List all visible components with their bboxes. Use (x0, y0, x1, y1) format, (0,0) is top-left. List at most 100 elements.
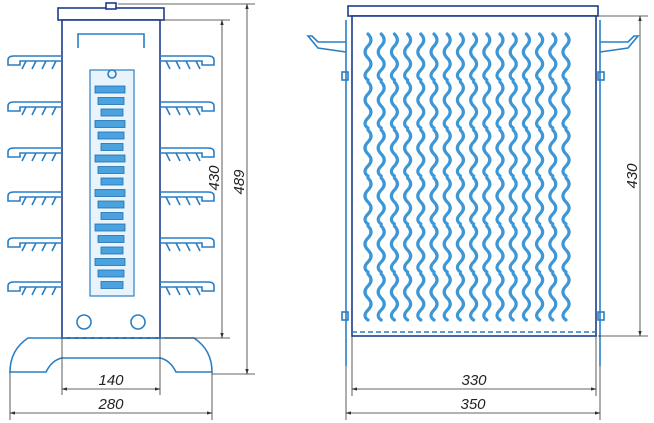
wave-slot (363, 128, 373, 178)
wave-slot (561, 224, 571, 274)
wave-slot (535, 224, 545, 274)
wave-slot (455, 32, 465, 82)
wave-slot (548, 128, 558, 178)
wave-slot (429, 272, 439, 322)
wave-slot (469, 224, 479, 274)
fin-tooth (165, 106, 171, 116)
left-base (9, 337, 213, 373)
wave-slot (482, 224, 492, 274)
fin-tooth (195, 196, 201, 206)
right-clip (597, 311, 605, 321)
wave-slot (363, 176, 373, 226)
wave-slot (482, 32, 492, 82)
fin-tooth (165, 286, 171, 296)
right-height-label: 430 (624, 163, 641, 189)
wave-slot (403, 32, 413, 82)
right-width-outer-label: 350 (460, 396, 486, 413)
fin-tooth (185, 242, 191, 252)
fin-tooth (195, 152, 201, 162)
wave-slot (376, 32, 386, 82)
fin-left (7, 101, 62, 112)
wave-slot (442, 224, 452, 274)
wave-slot (416, 224, 426, 274)
fin-left (7, 281, 62, 292)
wave-slot (561, 272, 571, 322)
decor-block (94, 223, 126, 232)
fin-tooth (195, 242, 201, 252)
wave-slot (521, 176, 531, 226)
wave-slot (429, 32, 439, 82)
wave-slot (363, 80, 373, 130)
fin-tooth (185, 152, 191, 162)
left-decor-pattern (94, 85, 126, 289)
fin-tooth (51, 286, 57, 296)
wave-slot (469, 80, 479, 130)
wave-slot (376, 176, 386, 226)
wave-slot (455, 272, 465, 322)
right-width-inner-label: 330 (461, 372, 487, 389)
fin-tooth (21, 286, 27, 296)
decor-block (94, 189, 126, 197)
fin-tooth (51, 60, 57, 70)
wave-slot (535, 80, 545, 130)
fin-tooth (51, 196, 57, 206)
wave-slot (548, 176, 558, 226)
fin-tooth (31, 106, 37, 116)
right-clip (597, 71, 605, 81)
wave-slot (548, 32, 558, 82)
left-bottom-hole-left (76, 314, 92, 330)
wave-slot (442, 272, 452, 322)
wave-slot (389, 80, 399, 130)
wave-slot (376, 80, 386, 130)
wave-slot (508, 128, 518, 178)
left-top-cap (57, 7, 165, 21)
wave-slot (442, 128, 452, 178)
fin-tooth (165, 152, 171, 162)
left-view (7, 2, 215, 373)
decor-block (100, 177, 124, 186)
fin-tooth (21, 242, 27, 252)
wave-slot (403, 224, 413, 274)
wave-slot (508, 32, 518, 82)
fin-tooth (165, 242, 171, 252)
fin-left (7, 147, 62, 158)
wave-slot (416, 272, 426, 322)
fin-tooth (185, 106, 191, 116)
fin-tooth (31, 152, 37, 162)
wave-slot (469, 128, 479, 178)
wave-slot (548, 80, 558, 130)
wave-slot (469, 272, 479, 322)
fin-tooth (51, 106, 57, 116)
fin-tooth (165, 196, 171, 206)
wave-slot (469, 176, 479, 226)
decor-block (97, 166, 125, 174)
wave-slot (482, 128, 492, 178)
fin-right (160, 191, 215, 202)
fin-tooth (175, 196, 181, 206)
wave-slot (561, 176, 571, 226)
wave-slot (363, 224, 373, 274)
left-top-hole (107, 69, 117, 79)
wave-slot (482, 272, 492, 322)
wave-slot (508, 80, 518, 130)
wave-slot (495, 272, 505, 322)
fin-tooth (31, 196, 37, 206)
wave-slot (535, 176, 545, 226)
wave-slot (521, 272, 531, 322)
right-bracket-right (599, 35, 640, 53)
fin-tooth (165, 60, 171, 70)
wave-slot (429, 128, 439, 178)
left-fins (7, 55, 215, 296)
wave-slot (521, 80, 531, 130)
fin-tooth (31, 286, 37, 296)
left-height-inner-label: 430 (206, 165, 223, 191)
fin-tooth (175, 286, 181, 296)
wave-slot (508, 224, 518, 274)
fin-tooth (185, 196, 191, 206)
fin-left (7, 237, 62, 248)
fin-tooth (185, 60, 191, 70)
wave-slot (429, 224, 439, 274)
fin-tooth (195, 106, 201, 116)
wave-slot (495, 80, 505, 130)
